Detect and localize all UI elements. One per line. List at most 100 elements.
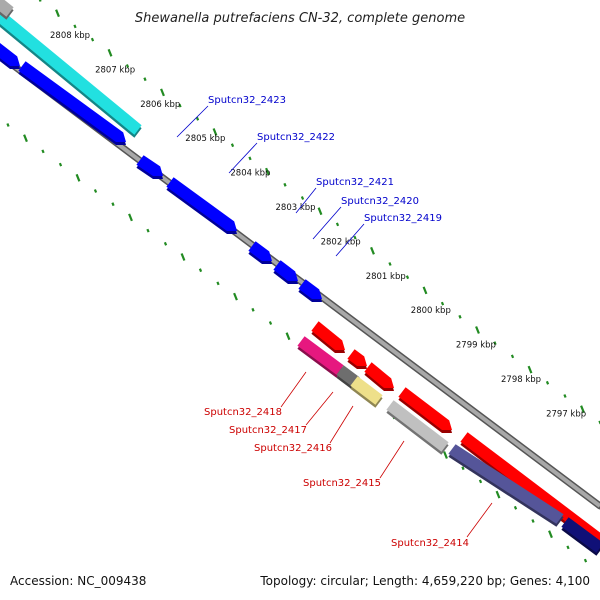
scale-tick bbox=[178, 103, 182, 108]
scale-tick bbox=[513, 505, 518, 510]
label-leader-line bbox=[280, 371, 307, 408]
gene-arrow-grey bbox=[0, 0, 14, 17]
scale-tick bbox=[180, 253, 186, 261]
gene-label[interactable]: Sputcn32_2422 bbox=[257, 132, 335, 143]
scale-tick bbox=[41, 149, 45, 154]
scale-tick bbox=[583, 558, 588, 563]
gene-arrow-grey bbox=[386, 400, 449, 452]
gene-arrow-pink bbox=[297, 336, 344, 375]
scale-tick bbox=[405, 275, 410, 280]
gene-arrow bbox=[273, 260, 298, 281]
scale-tick bbox=[268, 321, 273, 325]
map-title: Shewanella putrefaciens CN-32, complete … bbox=[135, 11, 465, 26]
scale-tick bbox=[38, 0, 42, 2]
scale-tick bbox=[510, 354, 515, 359]
gene-arrow-navy bbox=[561, 517, 600, 553]
gene-label[interactable]: Sputcn32_2414 bbox=[391, 538, 469, 549]
label-leader-line bbox=[329, 405, 354, 444]
scale-tick bbox=[283, 182, 287, 187]
scale-tick bbox=[233, 292, 238, 301]
scale-tick-label: 2805 kbp bbox=[185, 134, 225, 144]
gene-label[interactable]: Sputcn32_2415 bbox=[303, 478, 381, 489]
gene-arrow bbox=[347, 349, 367, 366]
scale-tick bbox=[370, 246, 375, 255]
scale-tick-label: 2804 kbp bbox=[230, 169, 270, 179]
scale-tick bbox=[422, 286, 428, 295]
label-leader-line bbox=[295, 187, 317, 214]
gene-labels: Sputcn32_2423Sputcn32_2422Sputcn32_2421S… bbox=[176, 95, 493, 549]
gene-arrow bbox=[136, 155, 163, 176]
scale-tick-label: 2801 kbp bbox=[366, 272, 406, 282]
gene-label[interactable]: Sputcn32_2421 bbox=[316, 177, 394, 188]
scale-tick bbox=[55, 9, 60, 18]
gene-arrow bbox=[460, 432, 600, 545]
scale-tick bbox=[285, 332, 291, 341]
scale-tick bbox=[198, 268, 203, 273]
scale-tick bbox=[212, 128, 218, 136]
scale-tick bbox=[75, 173, 81, 182]
gene-label[interactable]: Sputcn32_2420 bbox=[341, 196, 419, 207]
scale-tick bbox=[195, 116, 200, 121]
label-leader-line bbox=[335, 223, 365, 257]
gene-arrow bbox=[298, 279, 322, 299]
scale-tick bbox=[461, 466, 465, 471]
scale-tick-label: 2799 kbp bbox=[456, 341, 496, 351]
gene-features bbox=[0, 0, 600, 556]
gene-arrow-slate bbox=[448, 444, 564, 524]
scale-tick bbox=[160, 88, 165, 97]
scale-tick-label: 2800 kbp bbox=[411, 306, 451, 316]
label-leader-line bbox=[228, 142, 258, 174]
scale-tick bbox=[216, 281, 220, 286]
scale-tick-label: 2797 kbp bbox=[546, 409, 586, 419]
scale-tick bbox=[566, 545, 570, 550]
scale-tick bbox=[548, 530, 553, 539]
topology-text: Topology: circular; Length: 4,659,220 bp… bbox=[260, 574, 590, 588]
label-leader-line bbox=[176, 105, 209, 138]
gene-label[interactable]: Sputcn32_2419 bbox=[364, 213, 442, 224]
gene-label[interactable]: Sputcn32_2423 bbox=[208, 95, 286, 106]
scale-tick bbox=[443, 451, 448, 459]
scale-tick bbox=[495, 490, 501, 499]
scale-tick bbox=[353, 235, 357, 240]
scale-tick bbox=[90, 37, 95, 42]
scale-tick-label: 2803 kbp bbox=[276, 203, 316, 213]
scale-tick bbox=[128, 213, 133, 222]
scale-tick bbox=[527, 365, 533, 374]
scale-tick bbox=[23, 134, 28, 143]
gene-arrow bbox=[18, 61, 126, 143]
gene-arrow bbox=[311, 321, 345, 350]
scale-tick bbox=[58, 162, 63, 167]
scale-tick bbox=[531, 519, 535, 523]
scale-tick-label: 2808 kbp bbox=[50, 31, 90, 41]
scale-tick bbox=[563, 394, 567, 398]
scale-tick bbox=[493, 341, 497, 346]
gene-label[interactable]: Sputcn32_2417 bbox=[229, 425, 307, 436]
label-leader-line bbox=[466, 502, 493, 538]
scale-tick bbox=[143, 77, 147, 82]
scale-tick bbox=[230, 143, 235, 148]
scale-tick-label: 2802 kbp bbox=[321, 237, 361, 247]
scale-tick bbox=[580, 405, 585, 414]
scale-tick bbox=[248, 156, 252, 161]
gene-label[interactable]: Sputcn32_2416 bbox=[254, 443, 332, 454]
scale-tick bbox=[251, 307, 255, 312]
scale-tick bbox=[475, 326, 480, 334]
scale-tick bbox=[335, 222, 340, 227]
gene-arrow bbox=[248, 241, 272, 261]
accession-text: Accession: NC_009438 bbox=[10, 574, 147, 588]
scale-tick bbox=[388, 262, 392, 266]
scale-tick bbox=[163, 241, 168, 246]
label-leader-line bbox=[305, 391, 334, 426]
gene-arrow-yellow bbox=[350, 376, 383, 405]
gene-label[interactable]: Sputcn32_2418 bbox=[204, 407, 282, 418]
label-leader-line bbox=[312, 206, 342, 240]
gene-arrow bbox=[364, 362, 394, 388]
scale-tick bbox=[111, 202, 115, 207]
scale-tick bbox=[440, 301, 445, 306]
scale-tick bbox=[317, 207, 323, 216]
scale-tick bbox=[6, 123, 10, 127]
scale-tick bbox=[458, 314, 462, 319]
scale-tick-label: 2798 kbp bbox=[501, 375, 541, 385]
scale-tick bbox=[125, 64, 130, 68]
